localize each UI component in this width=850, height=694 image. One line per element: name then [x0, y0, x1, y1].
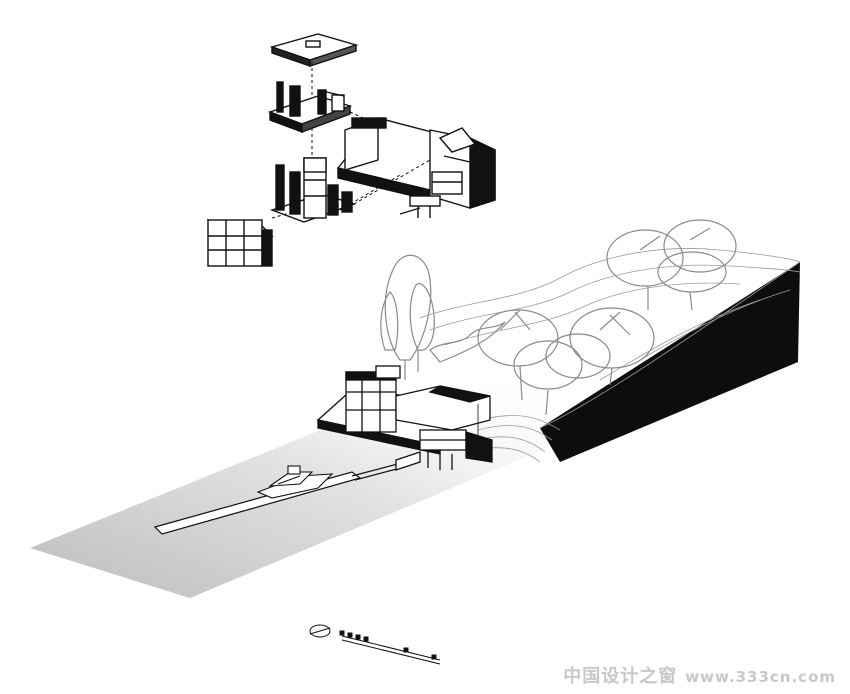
- facade-module-component: [206, 219, 274, 267]
- site-house: [316, 365, 493, 471]
- watermark-url: www.333cn.com: [685, 668, 836, 686]
- roof-slab-component: [269, 33, 359, 67]
- scale-and-north: [309, 624, 441, 665]
- shrub-band: [429, 321, 506, 363]
- watermark-site-name: 中国设计之窗: [563, 666, 678, 687]
- canopy-trees: [477, 219, 737, 416]
- trees: [380, 219, 737, 416]
- alignment-dashes: [271, 62, 431, 219]
- scale-bar: [339, 630, 441, 665]
- exploded-components: [206, 33, 496, 267]
- lower-volume-component: [336, 117, 496, 218]
- boat: [256, 465, 334, 499]
- upper-floor-component: [267, 81, 353, 134]
- hillside-section: [540, 262, 800, 462]
- site-watermark: 中国设计之窗 www.333cn.com: [563, 662, 836, 688]
- poplar-trees: [380, 254, 435, 380]
- north-arrow-icon: [309, 624, 331, 638]
- ground-floor-component: [269, 157, 357, 223]
